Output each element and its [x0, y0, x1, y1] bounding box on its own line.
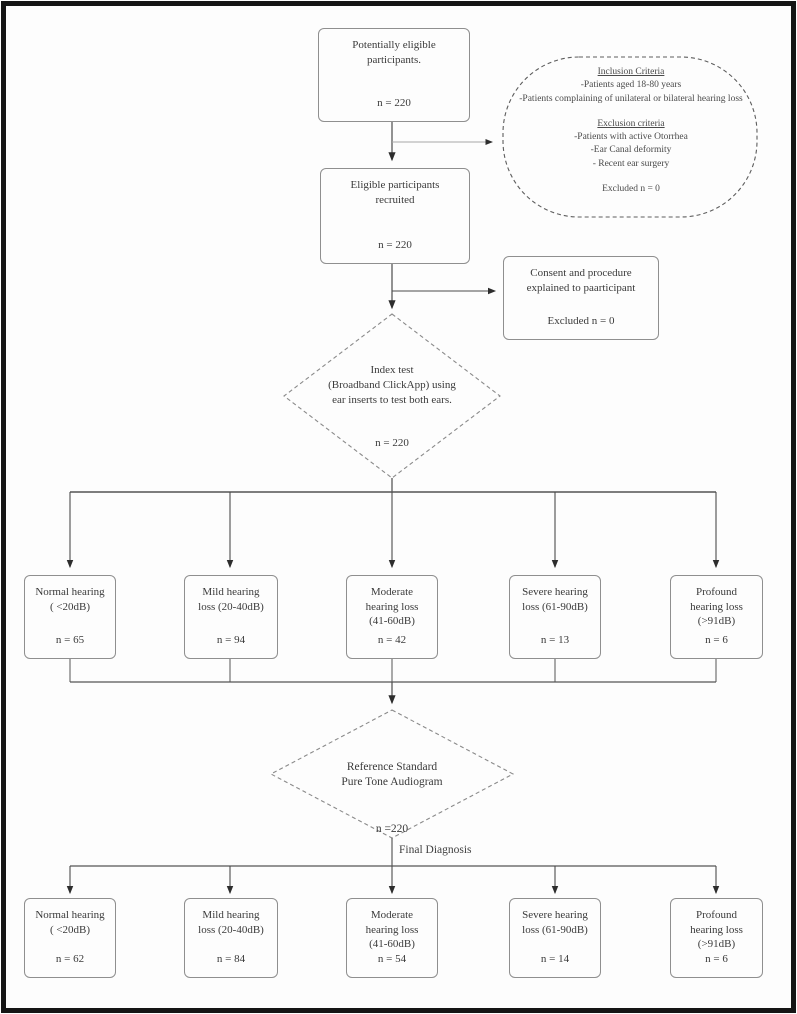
node-label: Consent and procedure explained to paart…: [526, 267, 636, 294]
index-result-box-severe: Severe hearing loss (61-90dB) n = 13: [509, 575, 601, 659]
node-count: n = 42: [377, 634, 407, 647]
node-label: Profound hearing loss (>91dB): [690, 586, 743, 628]
inclusion-criteria-title: Inclusion Criteria: [597, 67, 665, 77]
excluded-count: Excluded n = 0: [547, 315, 615, 328]
final-result-box-mild: Mild hearing loss (20-40dB) n = 84: [184, 898, 278, 978]
node-count: n = 220: [378, 239, 412, 252]
node-label: Potentially eligible participants.: [352, 39, 436, 66]
node-count: n = 6: [705, 634, 728, 647]
node-count: n = 13: [540, 634, 570, 647]
node-count: n = 220: [377, 97, 411, 110]
node-label: Mild hearing loss (20-40dB): [198, 909, 264, 936]
excluded-count: Excluded n = 0: [602, 184, 660, 195]
node-label: Normal hearing ( <20dB): [35, 909, 105, 936]
node-eligible-participants: Eligible participants recruited n = 220: [320, 168, 470, 264]
final-result-box-moderate: Moderate hearing loss (41-60dB) n = 54: [346, 898, 438, 978]
index-result-box-mild: Mild hearing loss (20-40dB) n = 94: [184, 575, 278, 659]
node-count: n = 62: [55, 953, 85, 966]
node-label: Index test (Broadband ClickApp) using ea…: [328, 363, 456, 406]
node-count: n =220: [375, 823, 409, 836]
node-label: Eligible participants recruited: [350, 179, 440, 206]
node-label: Normal hearing ( <20dB): [35, 586, 105, 613]
node-label: Reference Standard Pure Tone Audiogram: [341, 760, 443, 789]
criteria-ellipse: Inclusion Criteria -Patients aged 18-80 …: [512, 66, 750, 196]
index-result-box-moderate: Moderate hearing loss (41-60dB) n = 42: [346, 575, 438, 659]
node-count: n = 6: [705, 953, 728, 966]
node-count: n = 220: [375, 437, 409, 450]
final-result-box-normal: Normal hearing ( <20dB) n = 62: [24, 898, 116, 978]
node-consent: Consent and procedure explained to paart…: [503, 256, 659, 340]
node-count: n = 65: [55, 634, 85, 647]
node-count: n = 54: [377, 953, 407, 966]
final-result-box-profound: Profound hearing loss (>91dB) n = 6: [670, 898, 763, 978]
index-result-box-profound: Profound hearing loss (>91dB) n = 6: [670, 575, 763, 659]
spacer: [512, 171, 750, 183]
node-count: n = 14: [540, 953, 570, 966]
node-label: Severe hearing loss (61-90dB): [522, 586, 588, 613]
final-diagnosis-label: Final Diagnosis: [399, 844, 472, 856]
exclusion-item: -Ear Canal deformity: [590, 145, 672, 156]
node-potentially-eligible: Potentially eligible participants. n = 2…: [318, 28, 470, 122]
inclusion-item: -Patients aged 18-80 years: [580, 80, 682, 91]
node-count: n = 84: [216, 953, 246, 966]
index-result-box-normal: Normal hearing ( <20dB) n = 65: [24, 575, 116, 659]
diamond-reference-standard: Reference Standard Pure Tone Audiogram n…: [297, 744, 487, 853]
inclusion-item: -Patients complaining of unilateral or b…: [519, 93, 743, 104]
spacer: [512, 106, 750, 118]
node-count: n = 94: [216, 634, 246, 647]
node-label: Severe hearing loss (61-90dB): [522, 909, 588, 936]
exclusion-item: -Patients with active Otorrhea: [574, 132, 688, 143]
node-label: Mild hearing loss (20-40dB): [198, 586, 264, 613]
node-label: Moderate hearing loss (41-60dB): [365, 909, 419, 951]
exclusion-criteria-title: Exclusion criteria: [597, 118, 665, 129]
node-label: Moderate hearing loss (41-60dB): [365, 586, 419, 628]
node-label: Profound hearing loss (>91dB): [690, 909, 743, 951]
exclusion-item: - Recent ear surgery: [592, 158, 670, 169]
diamond-index-test: Index test (Broadband ClickApp) using ea…: [302, 348, 482, 466]
final-result-box-severe: Severe hearing loss (61-90dB) n = 14: [509, 898, 601, 978]
